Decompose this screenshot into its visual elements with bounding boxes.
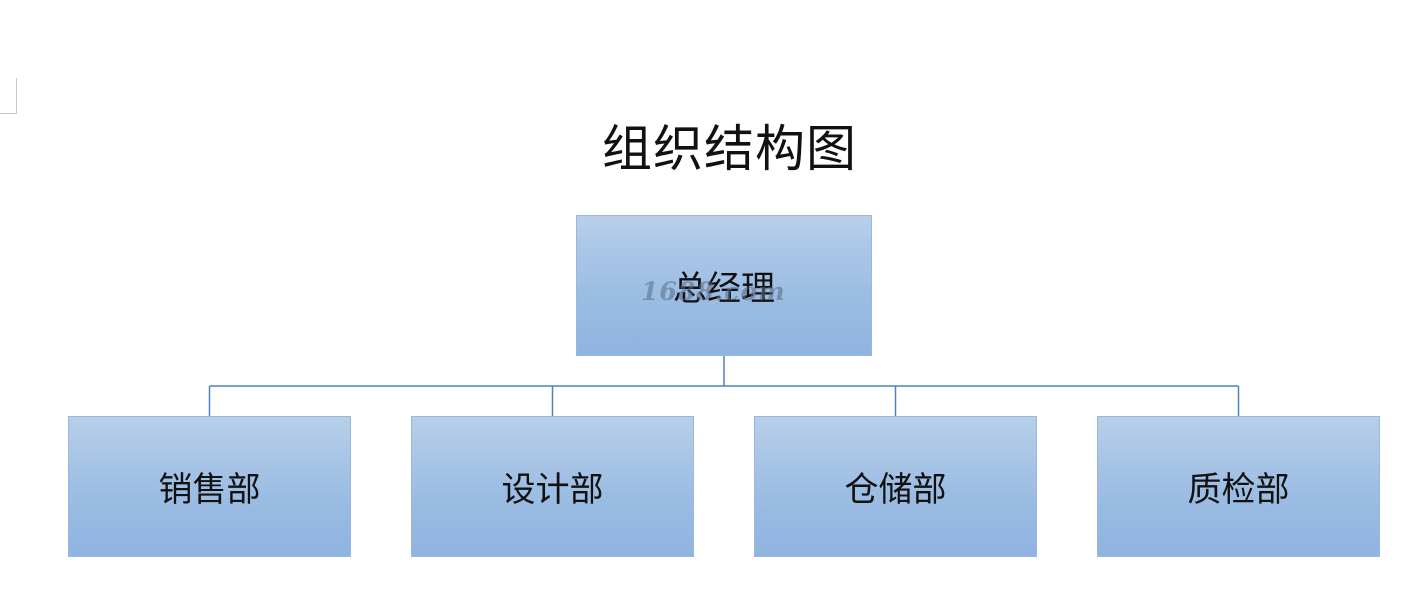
node-qc-dept: 质检部 — [1097, 416, 1380, 557]
node-sales-dept-label: 销售部 — [158, 470, 261, 510]
node-design-dept-label: 设计部 — [501, 470, 604, 510]
node-qc-dept-label: 质检部 — [1187, 470, 1290, 510]
node-warehouse-dept: 仓储部 — [754, 416, 1037, 557]
page-corner-mark — [0, 78, 17, 114]
node-sales-dept: 销售部 — [68, 416, 351, 557]
node-general-manager: 总经理 — [576, 215, 872, 356]
node-general-manager-label: 总经理 — [673, 269, 775, 309]
node-warehouse-dept-label: 仓储部 — [844, 470, 947, 510]
watermark-logo: 1688.com — [641, 277, 786, 306]
diagram-title: 组织结构图 — [602, 120, 857, 178]
node-design-dept: 设计部 — [411, 416, 694, 557]
